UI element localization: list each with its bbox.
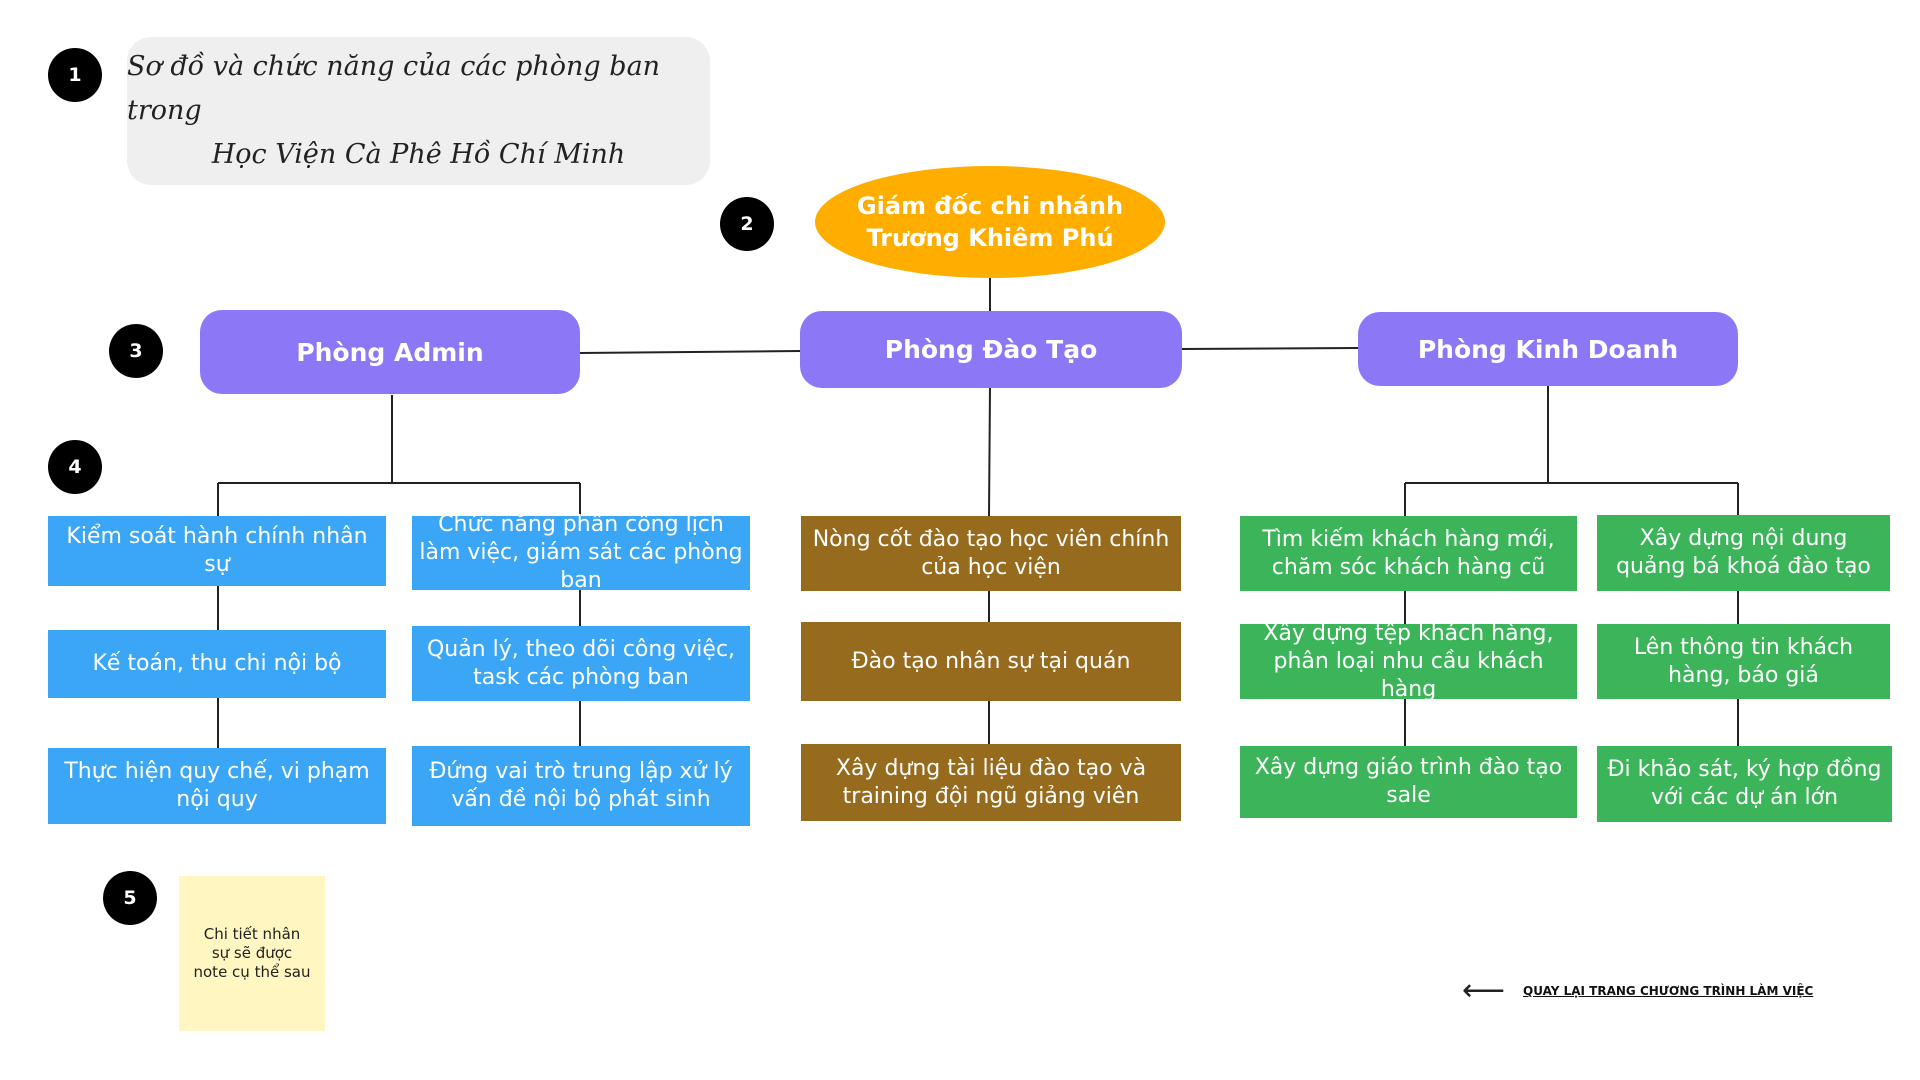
director-title: Giám đốc chi nhánh: [856, 192, 1124, 220]
sales-task-6: Đi khảo sát, ký hợp đồng với các dự án l…: [1597, 746, 1892, 822]
back-to-work-program-link[interactable]: ⟵ QUAY LẠI TRANG CHƯƠNG TRÌNH LÀM VIỆC: [1462, 976, 1813, 1006]
admin-task-6: Đứng vai trò trung lập xử lý vấn đề nội …: [412, 746, 750, 826]
step-marker-3: 3: [109, 324, 163, 378]
dept-sales[interactable]: Phòng Kinh Doanh: [1358, 312, 1738, 386]
step-marker-4: 4: [48, 440, 102, 494]
admin-task-2: Kế toán, thu chi nội bộ: [48, 630, 386, 698]
title-line-2: Học Viện Cà Phê Hồ Chí Minh: [211, 139, 626, 170]
step-marker-1: 1: [48, 48, 102, 102]
sticky-note: Chi tiết nhân sự sẽ được note cụ thể sau: [179, 876, 325, 1031]
title-line-1: Sơ đồ và chức năng của các phòng ban tro…: [127, 51, 661, 126]
training-task-1: Nòng cốt đào tạo học viên chính của học …: [801, 516, 1181, 591]
director-name: Trương Khiêm Phú: [866, 224, 1114, 252]
left-arrow-icon: ⟵: [1462, 973, 1506, 1008]
admin-task-5: Quản lý, theo dõi công việc, task các ph…: [412, 626, 750, 701]
admin-task-4: Chức năng phân công lịch làm việc, giám …: [412, 512, 750, 593]
admin-task-3: Thực hiện quy chế, vi phạm nội quy: [48, 748, 386, 824]
dept-admin[interactable]: Phòng Admin: [200, 310, 580, 394]
admin-task-1: Kiểm soát hành chính nhân sự: [48, 516, 386, 586]
training-task-2: Đào tạo nhân sự tại quán: [801, 622, 1181, 701]
sales-task-5: Lên thông tin khách hàng, báo giá: [1597, 624, 1890, 699]
director-node[interactable]: Giám đốc chi nhánh Trương Khiêm Phú: [815, 166, 1165, 278]
sales-task-2: Xây dựng tệp khách hàng, phân loại nhu c…: [1240, 621, 1577, 702]
sales-task-3: Xây dựng giáo trình đào tạo sale: [1240, 746, 1577, 818]
diagram-title-box: Sơ đồ và chức năng của các phòng ban tro…: [127, 37, 710, 185]
step-marker-2: 2: [720, 197, 774, 251]
step-marker-5: 5: [103, 871, 157, 925]
training-task-3: Xây dựng tài liệu đào tạo và training độ…: [801, 744, 1181, 821]
dept-training[interactable]: Phòng Đào Tạo: [800, 311, 1182, 388]
back-link-label: QUAY LẠI TRANG CHƯƠNG TRÌNH LÀM VIỆC: [1523, 984, 1814, 998]
sales-task-4: Xây dựng nội dung quảng bá khoá đào tạo: [1597, 515, 1890, 591]
sales-task-1: Tìm kiếm khách hàng mới, chăm sóc khách …: [1240, 516, 1577, 591]
